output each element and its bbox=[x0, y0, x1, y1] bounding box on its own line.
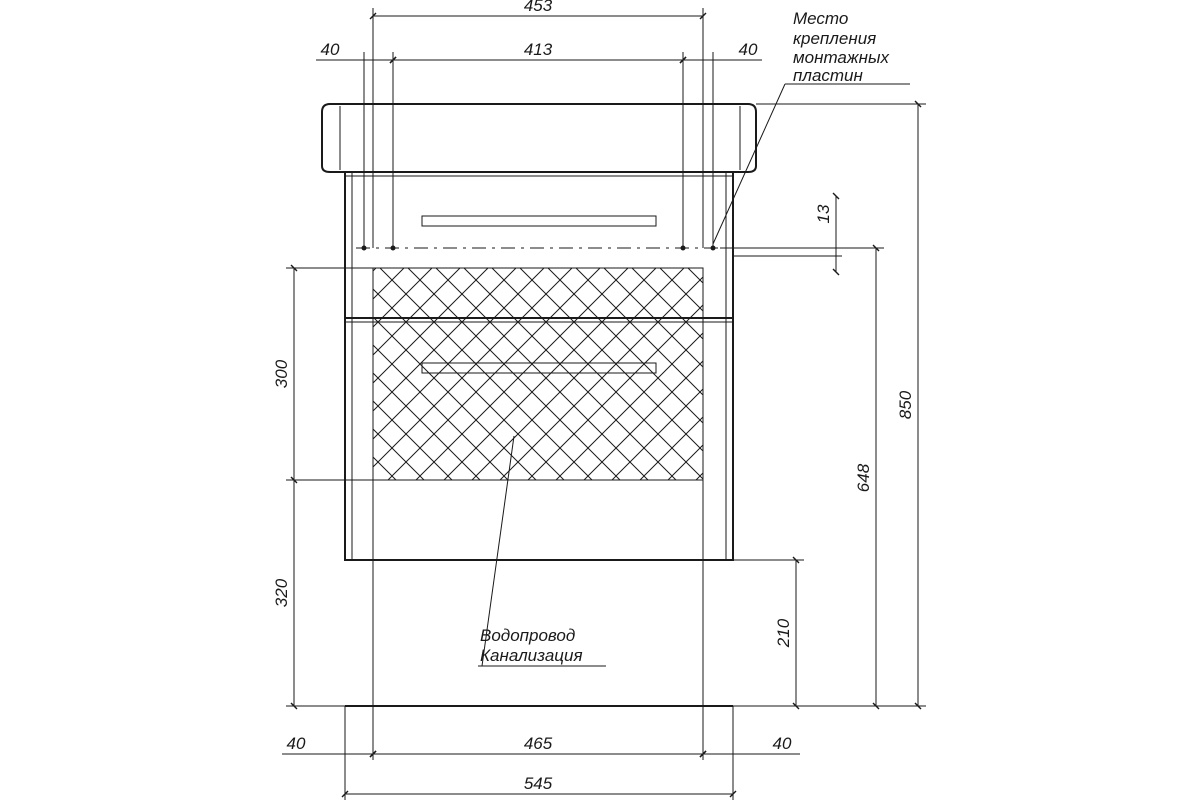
dimension-label-13: 13 bbox=[814, 204, 833, 223]
dimension-bottom-inner: 40 465 40 bbox=[282, 480, 800, 800]
countertop bbox=[321, 103, 757, 173]
dimension-label-40-bottom-right: 40 bbox=[773, 734, 792, 753]
dimension-label-545: 545 bbox=[524, 774, 553, 793]
dimension-label-453: 453 bbox=[524, 0, 553, 15]
dimension-label-210: 210 bbox=[774, 618, 793, 648]
dimension-label-40-bottom-left: 40 bbox=[287, 734, 306, 753]
dimension-floor-gap: 210 bbox=[733, 556, 804, 710]
dimension-top-inner: 413 40 40 bbox=[316, 40, 762, 248]
dimension-plate-height: 648 bbox=[720, 244, 926, 710]
mount-note-line3: монтажных bbox=[793, 48, 889, 67]
dimension-label-300: 300 bbox=[272, 359, 291, 388]
dimension-bottom-overall: 545 bbox=[341, 774, 737, 798]
dimension-label-850: 850 bbox=[896, 390, 915, 419]
mount-note-line4: пластин bbox=[793, 66, 864, 85]
mount-note-line1: Место bbox=[793, 9, 848, 28]
dimension-plate-offset: 13 bbox=[733, 192, 842, 276]
mounting-plate-callout: Место крепления монтажных пластин bbox=[712, 9, 910, 245]
upper-drawer-handle bbox=[421, 215, 657, 227]
dimension-label-648: 648 bbox=[854, 463, 873, 492]
utility-callout: Водопровод Канализация bbox=[478, 435, 606, 667]
dimension-label-465: 465 bbox=[524, 734, 553, 753]
dimension-label-320: 320 bbox=[272, 578, 291, 607]
utility-zone-hatch bbox=[372, 267, 704, 481]
dimension-label-40-top-left: 40 bbox=[321, 40, 340, 59]
dimension-label-413: 413 bbox=[524, 40, 553, 59]
dimension-overall-height: 850 bbox=[756, 100, 926, 710]
dimension-lower-height: 320 bbox=[272, 480, 345, 710]
dimension-hatch-height: 300 bbox=[272, 264, 373, 484]
utility-note-sewer: Канализация bbox=[480, 646, 583, 665]
dimension-top-overall: 453 bbox=[369, 0, 707, 248]
mounting-plate-marks bbox=[356, 245, 720, 251]
utility-note-water: Водопровод bbox=[480, 626, 575, 645]
mount-note-line2: крепления bbox=[793, 29, 876, 48]
dimension-label-40-top-right: 40 bbox=[739, 40, 758, 59]
